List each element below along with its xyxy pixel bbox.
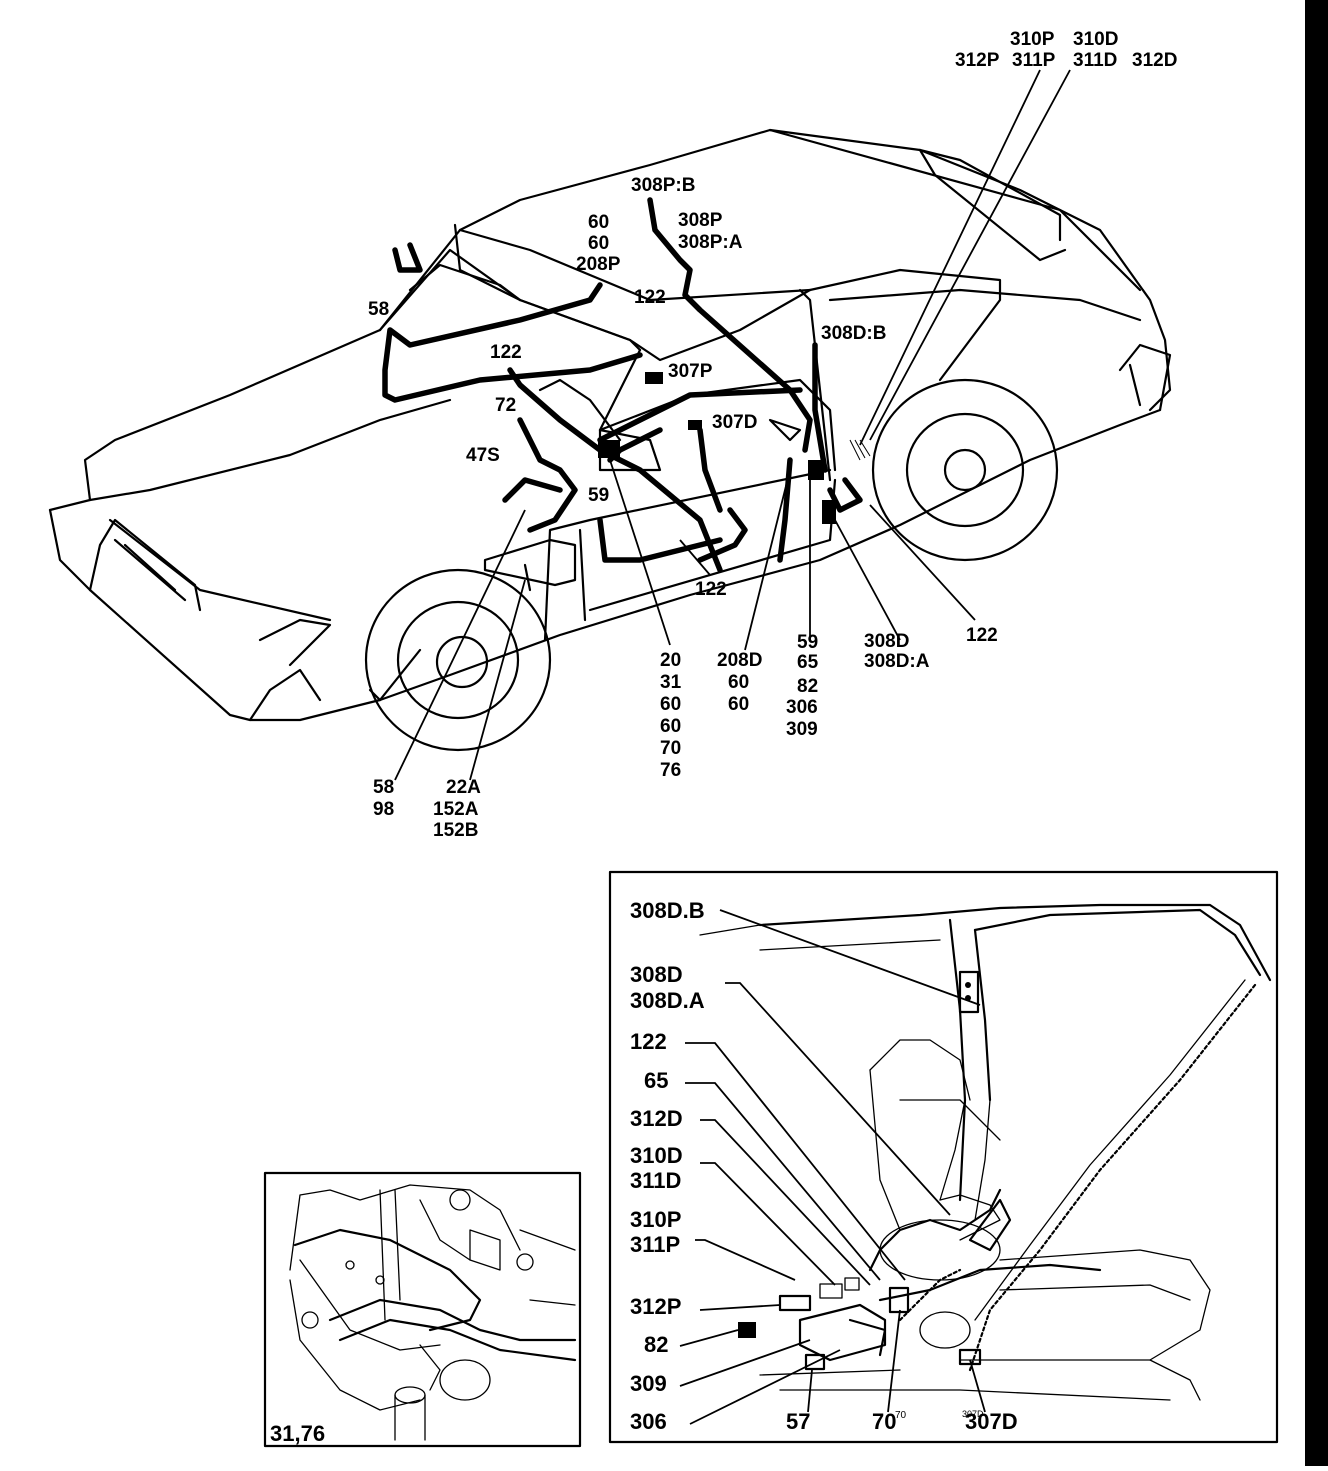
label-60-a: 60 xyxy=(588,212,609,233)
label-58-top: 58 xyxy=(368,299,389,320)
inset-label-308d-a: 308D.A xyxy=(630,988,705,1013)
inset-label-306: 306 xyxy=(630,1409,667,1434)
inset-label-312d: 312D xyxy=(630,1106,683,1131)
label-60-b: 60 xyxy=(588,233,609,254)
label-60-c: 60 xyxy=(660,694,681,715)
label-208p: 208P xyxy=(576,254,621,275)
inset-label-308d-b: 308D.B xyxy=(630,898,705,923)
inset-small-label-307d: 307D xyxy=(962,1409,984,1419)
label-152a: 152A xyxy=(433,799,479,820)
label-22a: 22A xyxy=(446,777,481,798)
leader-lines xyxy=(394,69,1071,781)
inset-label-312p: 312P xyxy=(630,1294,681,1319)
label-122-b: 122 xyxy=(490,342,522,363)
label-82: 82 xyxy=(797,676,818,697)
inset-label-82: 82 xyxy=(644,1332,668,1357)
inset-label-309: 309 xyxy=(630,1371,667,1396)
car-illustration xyxy=(48,128,1172,752)
inset-label-311p: 311P xyxy=(630,1232,680,1257)
label-59-b: 59 xyxy=(797,632,818,653)
callouts-main: 310P 310D 312P 311P 311D 312D 308P:B 308… xyxy=(368,29,1177,841)
label-310d: 310D xyxy=(1073,29,1118,50)
label-122-a: 122 xyxy=(634,287,666,308)
label-311d: 311D xyxy=(1073,50,1117,71)
label-152b: 152B xyxy=(433,820,478,841)
label-307d: 307D xyxy=(712,412,757,433)
label-307p: 307P xyxy=(668,361,713,382)
label-310p: 310P xyxy=(1010,29,1055,50)
label-70: 70 xyxy=(660,738,681,759)
label-60-f: 60 xyxy=(728,694,749,715)
inset-left-caption: 31,76 xyxy=(270,1421,325,1446)
wiring-harness xyxy=(382,197,871,573)
label-308p: 308P xyxy=(678,210,723,231)
label-308d: 308D xyxy=(864,631,909,652)
label-312d: 312D xyxy=(1132,50,1177,71)
label-308p-b: 308P:B xyxy=(631,175,695,196)
label-312p: 312P xyxy=(955,50,1000,71)
label-58: 58 xyxy=(373,777,394,798)
label-122-c: 122 xyxy=(695,579,727,600)
inset-label-122: 122 xyxy=(630,1029,667,1054)
label-208d: 208D xyxy=(717,650,762,671)
label-60-e: 60 xyxy=(728,672,749,693)
label-60-d: 60 xyxy=(660,716,681,737)
label-308d-b: 308D:B xyxy=(821,323,886,344)
label-122-d: 122 xyxy=(966,625,998,646)
label-309: 309 xyxy=(786,719,818,740)
label-98: 98 xyxy=(373,799,394,820)
inset-label-311d: 311D xyxy=(630,1168,681,1193)
inset-label-310d: 310D xyxy=(630,1143,683,1168)
label-47s: 47S xyxy=(466,445,500,466)
inset-label-307d: 307D xyxy=(965,1409,1018,1434)
label-308p-a: 308P:A xyxy=(678,232,743,253)
inset-label-308d: 308D xyxy=(630,962,683,987)
label-65: 65 xyxy=(797,652,819,673)
label-76: 76 xyxy=(660,760,681,781)
label-72: 72 xyxy=(495,395,516,416)
inset-label-57: 57 xyxy=(786,1409,810,1434)
label-20: 20 xyxy=(660,650,681,671)
label-306: 306 xyxy=(786,697,818,718)
inset-small-label-70: 70 xyxy=(895,1410,907,1421)
inset-label-70: 70 xyxy=(872,1409,896,1434)
page-edge-bar xyxy=(1305,0,1328,1466)
label-308d-a: 308D:A xyxy=(864,651,930,672)
inset-left: 31,76 xyxy=(263,1171,582,1448)
inset-label-65: 65 xyxy=(644,1068,668,1093)
label-59: 59 xyxy=(588,485,609,506)
label-311p: 311P xyxy=(1012,50,1056,71)
label-31: 31 xyxy=(660,672,682,693)
inset-right: 308D.B 308D 308D.A 122 65 312D 310D 311D… xyxy=(608,870,1279,1444)
inset-label-310p: 310P xyxy=(630,1207,681,1232)
